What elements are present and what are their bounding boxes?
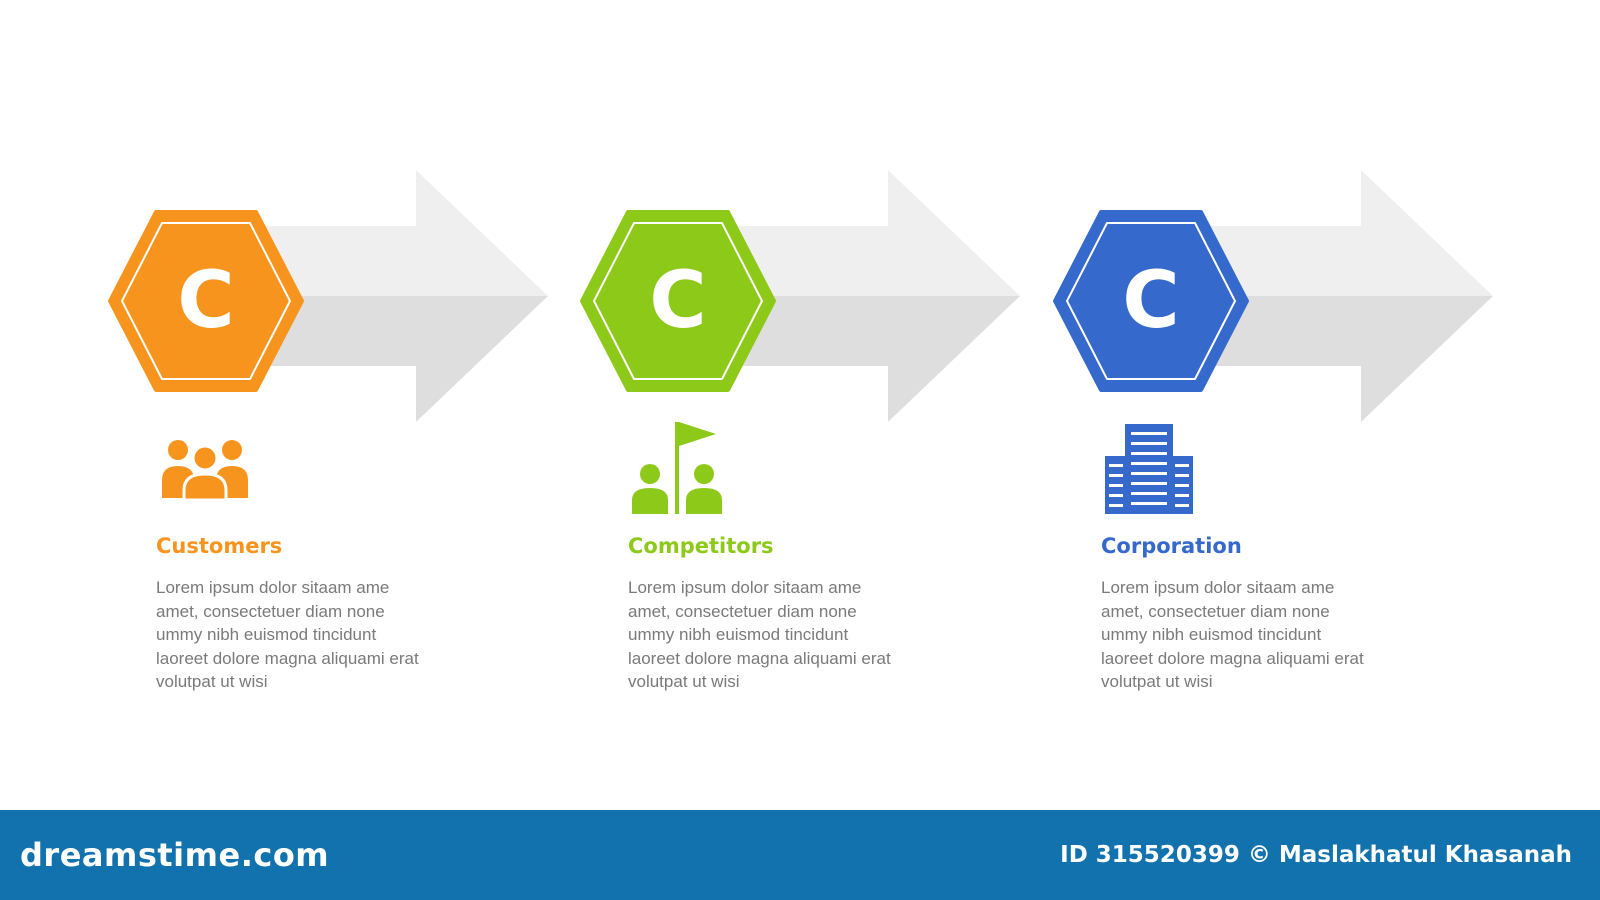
step-competitors: C Competitors Lorem ipsum dolor sitaam a… [580, 170, 1040, 730]
step-title: Corporation [1101, 534, 1242, 558]
step-title: Competitors [628, 534, 774, 558]
footer-credit: ID 315520399 © Maslakhatul Khasanah [1060, 842, 1572, 868]
arrow-shape [1173, 170, 1493, 422]
hexagon-badge: C [580, 210, 776, 392]
hexagon-letter: C [649, 256, 707, 346]
stock-footer-bar: dreamstime.com ID 315520399 © Maslakhatu… [0, 810, 1600, 900]
hexagon-badge: C [108, 210, 304, 392]
step-title: Customers [156, 534, 283, 558]
step-description: Lorem ipsum dolor sitaam ame amet, conse… [628, 578, 891, 691]
hexagon-letter: C [1122, 256, 1180, 346]
hexagon-badge: C [1053, 210, 1249, 392]
step-corporation: C [1053, 170, 1513, 730]
arrow-shape [228, 170, 548, 422]
hexagon-letter: C [177, 256, 235, 346]
footer-logo: dreamstime.com [20, 836, 330, 874]
infographic-canvas: C Customers Lorem ipsum dolor sitaam ame… [108, 170, 1513, 730]
step-description: Lorem ipsum dolor sitaam ame amet, conse… [1101, 578, 1364, 691]
office-building-icon [1101, 418, 1201, 518]
people-group-icon [156, 418, 256, 518]
arrow-shape [700, 170, 1020, 422]
step-customers: C Customers Lorem ipsum dolor sitaam ame… [108, 170, 568, 730]
step-description: Lorem ipsum dolor sitaam ame amet, conse… [156, 578, 419, 691]
people-with-flag-icon [628, 418, 728, 518]
